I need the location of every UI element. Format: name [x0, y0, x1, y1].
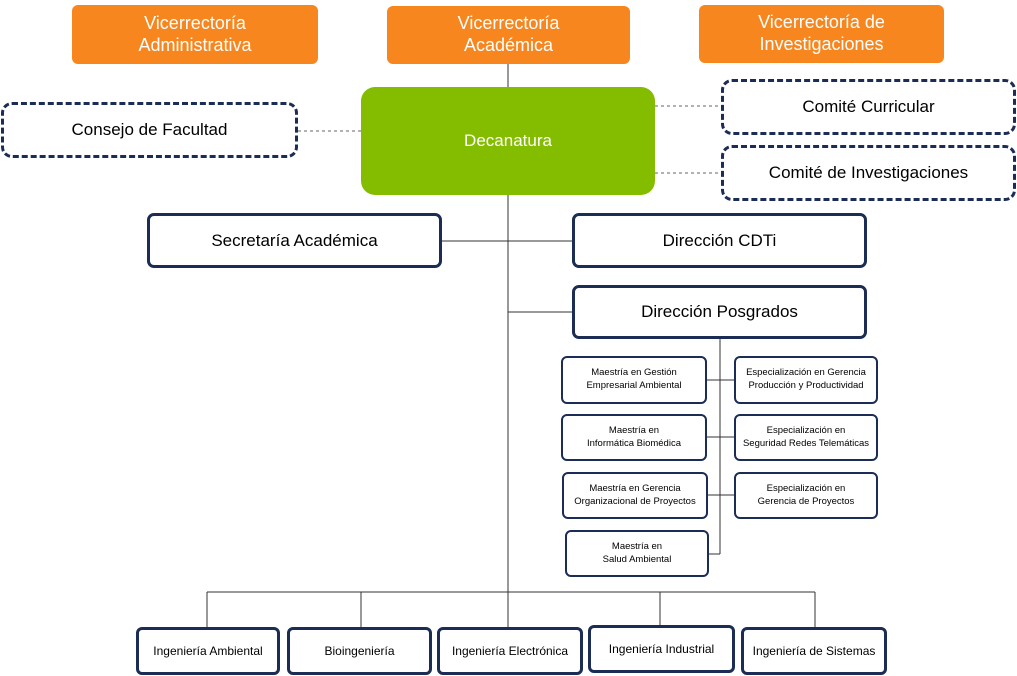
especializacion-box: Especialización en Seguridad Redes Telem… — [734, 414, 878, 461]
consejo-facultad-box: Consejo de Facultad — [1, 102, 298, 158]
especializacion-box: Especialización en Gerencia Producción y… — [734, 356, 878, 404]
ingenieria-box: Bioingeniería — [287, 627, 432, 675]
vicerrectoria-administrativa: Vicerrectoría Administrativa — [72, 5, 318, 64]
comite-investigaciones-box: Comité de Investigaciones — [721, 145, 1016, 201]
vicerrectoria-investigaciones: Vicerrectoría de Investigaciones — [699, 5, 944, 63]
ingenieria-box: Ingeniería Electrónica — [437, 627, 583, 675]
ingenieria-box: Ingeniería de Sistemas — [741, 627, 887, 675]
comite-curricular-box: Comité Curricular — [721, 79, 1016, 135]
direccion-posgrados-box: Dirección Posgrados — [572, 285, 867, 339]
direccion-cdti-box: Dirección CDTi — [572, 213, 867, 268]
ingenieria-box: Ingeniería Industrial — [588, 625, 735, 673]
maestria-box: Maestría en Informática Biomédica — [561, 414, 707, 461]
maestria-box: Maestría en Gerencia Organizacional de P… — [562, 472, 708, 519]
maestria-box: Maestría en Gestión Empresarial Ambienta… — [561, 356, 707, 404]
secretaria-academica-box: Secretaría Académica — [147, 213, 442, 268]
especializacion-box: Especialización en Gerencia de Proyectos — [734, 472, 878, 519]
ingenieria-box: Ingeniería Ambiental — [136, 627, 280, 675]
decanatura-box: Decanatura — [361, 87, 655, 195]
maestria-box: Maestría en Salud Ambiental — [565, 530, 709, 577]
vicerrectoria-academica: Vicerrectoría Académica — [387, 6, 630, 64]
